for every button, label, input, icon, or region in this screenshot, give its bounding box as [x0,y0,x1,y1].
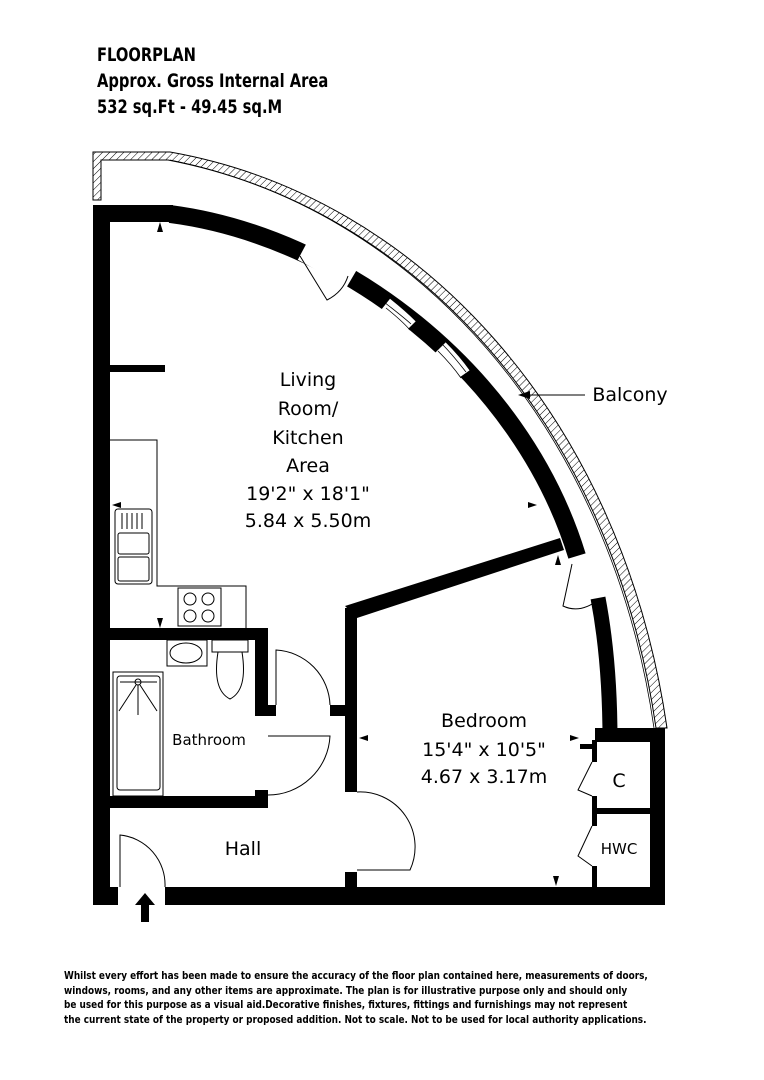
cupboard-divider [595,808,653,814]
basin-icon [166,639,208,667]
sink-icon [114,508,153,585]
window-2 [434,342,470,380]
window-1 [380,298,416,333]
bathroom-door [267,735,331,796]
cupboard-top-wall [595,728,665,742]
floorplan-header: FLOORPLAN Approx. Gross Internal Area 53… [97,42,328,120]
living-metric: 5.84 x 5.50m [245,510,371,532]
living-partition [110,365,165,372]
cupboard-label: C [612,770,625,792]
disclaimer-line: windows, rooms, and any other items are … [64,983,628,997]
bedroom-balcony-door [562,563,599,610]
bathroom-top-wall [110,628,268,640]
living-label-1: Living [280,369,337,391]
balcony-pointer [518,391,585,399]
left-outer-wall [93,205,110,905]
kitchen [110,439,247,628]
bathroom-fittings [112,639,249,797]
window-1-glass [383,301,412,331]
bedroom-label: Bedroom [441,710,527,732]
area-subtitle: Approx. Gross Internal Area [97,70,329,92]
cupboard-left-wall-b [592,796,597,826]
top-wall-straight [93,205,173,222]
hwc-label: HWC [601,840,638,858]
living-balcony-door [299,255,349,301]
area-value: 532 sq.Ft - 49.45 sq.M [97,96,283,118]
living-label-2: Room/ [278,398,339,420]
toilet-icon [211,639,249,700]
curved-wall-openings [297,240,599,610]
cupboard-door [577,761,593,797]
cupboard-left-wall-c [592,866,597,888]
living-door [275,649,331,706]
living-balcony-door-gap [297,240,358,288]
living-label-4: Area [286,455,330,477]
disclaimer: Whilst every effort has been made to ens… [64,969,685,1027]
measurement-markers [112,222,579,886]
bathroom-bottom-wall [110,796,268,808]
entrance-arrow-icon [135,893,155,922]
disclaimer-line: the current state of the property or pro… [64,1012,647,1026]
entrance-door [119,834,166,888]
cupboard-right-wall [650,728,665,905]
bedroom-wall-stub [580,744,594,749]
bottom-wall-right [165,887,665,905]
curved-outer-wall [168,205,586,559]
cupboard-left-wall-a [592,740,597,762]
disclaimer-line: be used for this purpose as a visual aid… [64,998,628,1011]
bathroom-label: Bathroom [172,731,246,749]
balcony [92,151,668,729]
hall-stub-left [268,705,276,716]
bedroom-imperial: 15'4" x 10'5" [422,739,546,761]
balcony-hatch [92,151,668,729]
doors [119,649,593,888]
window-2-glass [437,343,467,379]
kitchen-counter [110,439,247,628]
walls [93,205,665,905]
bathroom-right-wall-upper [255,628,268,716]
room-labels: Living Room/ Kitchen Area 19'2" x 18'1" … [172,369,668,860]
bedroom-door [356,791,416,871]
bedroom-metric: 4.67 x 3.17m [421,766,547,788]
balcony-label: Balcony [592,384,667,406]
living-label-3: Kitchen [272,427,343,449]
bedroom-left-stub [345,872,357,888]
living-imperial: 19'2" x 18'1" [246,483,370,505]
bedroom-curved-wall [590,596,618,741]
hall-stub-right [330,705,348,716]
hob-icon [177,587,222,627]
bottom-wall-left [93,887,118,905]
balcony-inner-line [169,159,655,729]
bedroom-top-wall [345,538,564,618]
hwc-door [577,825,593,867]
bath-shower-icon [112,671,164,797]
bedroom-left-wall [345,608,357,792]
hall-label: Hall [225,838,262,860]
disclaimer-line: Whilst every effort has been made to ens… [64,969,648,982]
floorplan-title: FLOORPLAN [97,44,196,66]
